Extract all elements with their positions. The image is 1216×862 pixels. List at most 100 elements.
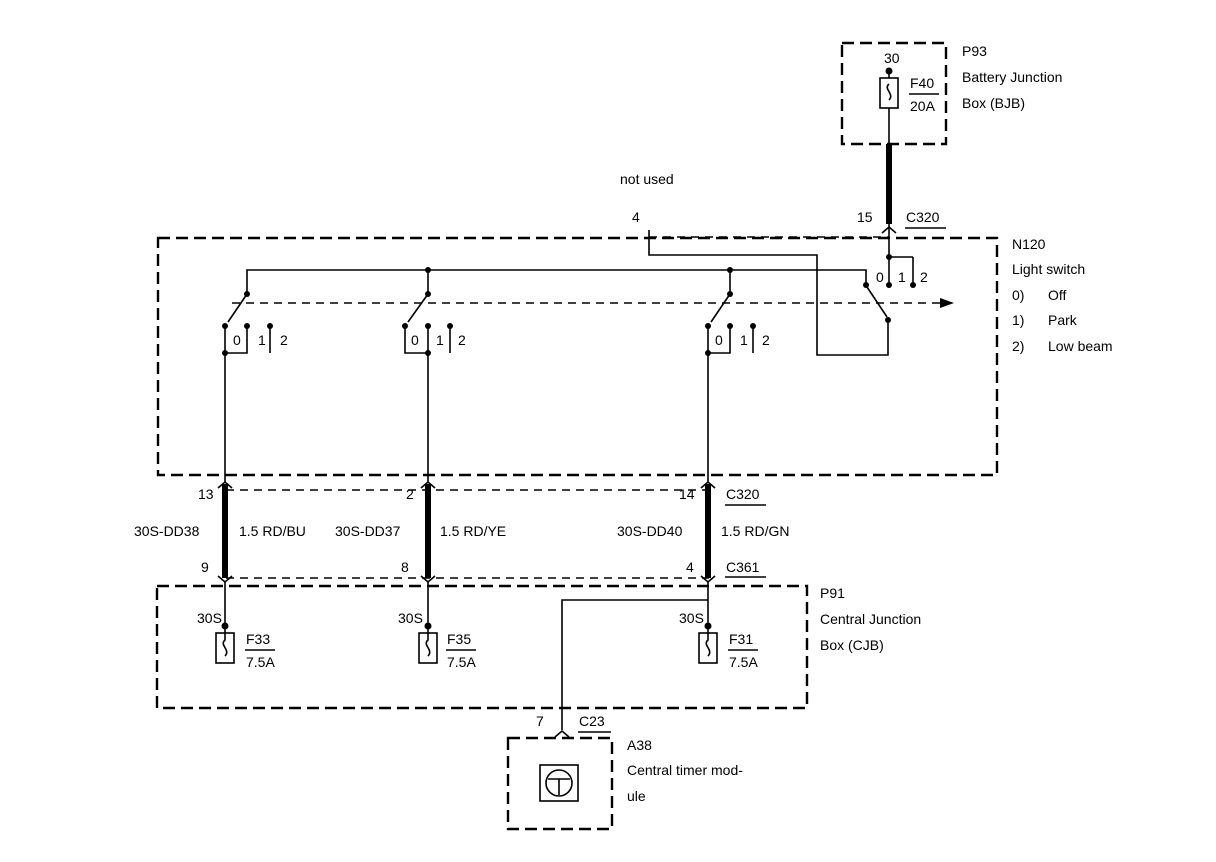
- f31-terminal: 30S: [679, 610, 704, 626]
- not-used-wire: [648, 230, 889, 356]
- switch-section-2: 0 1 2: [402, 291, 466, 482]
- contact-1-bridge: [224, 326, 248, 354]
- ctm-module-symbol: [539, 764, 579, 802]
- f35-id: F35: [447, 631, 471, 647]
- c320-pin-symbol-2: [420, 480, 436, 489]
- bus-junction-2: [425, 267, 431, 273]
- contact-2-label-2: 2: [458, 332, 466, 348]
- f31-rating: 7.5A: [729, 654, 758, 670]
- feed-switch-pivot: [885, 317, 891, 323]
- position-0-num: 0): [1012, 287, 1024, 303]
- feed-switch-arm: [866, 286, 888, 318]
- ctm-name-line1: Central timer mod-: [627, 762, 743, 778]
- switch-pivot-3: [727, 291, 733, 297]
- contact-1-label-2: 2: [280, 332, 288, 348]
- not-used-label: not used: [620, 171, 674, 187]
- f40-fuse-rating: 20A: [910, 98, 936, 114]
- bus-junction-3: [727, 267, 733, 273]
- ctm-pin-7: 7: [536, 713, 544, 729]
- position-0-label: Off: [1048, 287, 1067, 303]
- f31-id: F31: [729, 631, 753, 647]
- feed-contact-dot-a: [863, 282, 869, 288]
- c320-pin-15-symbol: [881, 225, 897, 234]
- pin-bottom-1: 9: [201, 559, 209, 575]
- f40-fuse-element: [886, 83, 892, 101]
- c320-top-connector: C320: [906, 209, 940, 225]
- f35-terminal: 30S: [398, 610, 423, 626]
- bjb-name-line2: Box (BJB): [962, 95, 1025, 111]
- ctm-outline: [506, 736, 614, 831]
- circuit-1-id: 30S-DD38: [134, 523, 200, 539]
- ctm-code: A38: [627, 737, 652, 753]
- f33-rating: 7.5A: [246, 654, 275, 670]
- position-1-label: Park: [1048, 312, 1078, 328]
- cjb-outline: [155, 584, 809, 710]
- pin-top-2: 2: [406, 486, 414, 502]
- circuit-3-id: 30S-DD40: [617, 523, 683, 539]
- circuit-2-wire: 1.5 RD/YE: [440, 523, 506, 539]
- position-1-num: 1): [1012, 312, 1024, 328]
- linkage-arrow-icon: [940, 298, 954, 308]
- contact-3-label-0: 0: [715, 332, 723, 348]
- c320-pin-4: 4: [632, 209, 640, 225]
- contact-3-bridge: [707, 326, 731, 354]
- circuit-2-id: 30S-DD37: [335, 523, 401, 539]
- c23-connector: C23: [579, 713, 605, 729]
- central-junction-box: P91 Central Junction Box (CJB) 30S F33 7…: [155, 582, 921, 730]
- switch-arm-1: [227, 293, 248, 323]
- c320-bottom-connector: C320: [726, 486, 760, 502]
- contact-1-label-1: 1: [258, 332, 266, 348]
- fuse-f31: 30S F31 7.5A: [679, 582, 758, 670]
- c320-pin-symbol-1: [217, 480, 233, 489]
- feed-contact-label-2: 2: [920, 269, 928, 285]
- harness: 13 2 14 C320 30S-DD38 1.5 RD/BU 30S-DD37…: [134, 480, 789, 584]
- pin-bottom-3: 4: [686, 559, 694, 575]
- switch-pivot-1: [244, 291, 250, 297]
- cjb-name-line1: Central Junction: [820, 611, 921, 627]
- central-timer-module: 7 C23 A38 Central timer mod- ule: [506, 713, 743, 831]
- steering-wheel-icon: [545, 769, 573, 797]
- f33-fuse-element: [222, 626, 228, 657]
- switch-section-1: 0 1 2: [222, 291, 288, 482]
- fuse-f35: 30S F35 7.5A: [398, 582, 476, 670]
- fuse-f33: 30S F33 7.5A: [197, 582, 275, 670]
- pin-top-3: 14: [679, 486, 695, 502]
- ctm-name-line2: ule: [627, 788, 646, 804]
- cjb-name-line2: Box (CJB): [820, 637, 884, 653]
- f40-fuse-id: F40: [910, 75, 934, 91]
- circuit-3-wire: 1.5 RD/GN: [721, 523, 789, 539]
- position-2-label: Low beam: [1048, 338, 1113, 354]
- feed-contact-dot-c: [910, 282, 916, 288]
- contact-3-label-2: 2: [762, 332, 770, 348]
- contact-2-label-1: 1: [436, 332, 444, 348]
- light-switch-code: N120: [1012, 236, 1046, 252]
- light-switch-name: Light switch: [1012, 261, 1085, 277]
- f35-rating: 7.5A: [447, 654, 476, 670]
- switch-arm-3: [710, 293, 731, 323]
- ctm-signal-wire: [561, 599, 708, 730]
- bjb-pin-30: 30: [884, 50, 900, 66]
- contact-2-bridge: [404, 326, 429, 354]
- bjb-code: P93: [962, 43, 987, 59]
- c23-pin-symbol: [554, 729, 570, 738]
- contact-2-label-0: 0: [411, 332, 419, 348]
- c361-connector: C361: [726, 559, 760, 575]
- c320-pin-symbol-3: [700, 480, 716, 489]
- position-2-num: 2): [1012, 338, 1024, 354]
- switch-common-bus: [246, 269, 867, 294]
- c320-pin-15: 15: [857, 209, 873, 225]
- switch-arm-2: [407, 293, 429, 323]
- cjb-code: P91: [820, 585, 845, 601]
- circuit-1-wire: 1.5 RD/BU: [239, 523, 306, 539]
- light-switch: N120 Light switch 0) Off 1) Park 2) Low …: [156, 230, 1113, 482]
- f35-fuse-element: [425, 626, 431, 657]
- pin-bottom-2: 8: [401, 559, 409, 575]
- feed-contact-label-0: 0: [876, 269, 884, 285]
- f33-id: F33: [246, 631, 270, 647]
- bjb-outline: [840, 41, 948, 146]
- f33-terminal: 30S: [197, 610, 222, 626]
- switch-section-3: 0 1 2: [705, 291, 770, 482]
- steering-wheel-spokes: [548, 778, 570, 795]
- pin-top-1: 13: [198, 486, 214, 502]
